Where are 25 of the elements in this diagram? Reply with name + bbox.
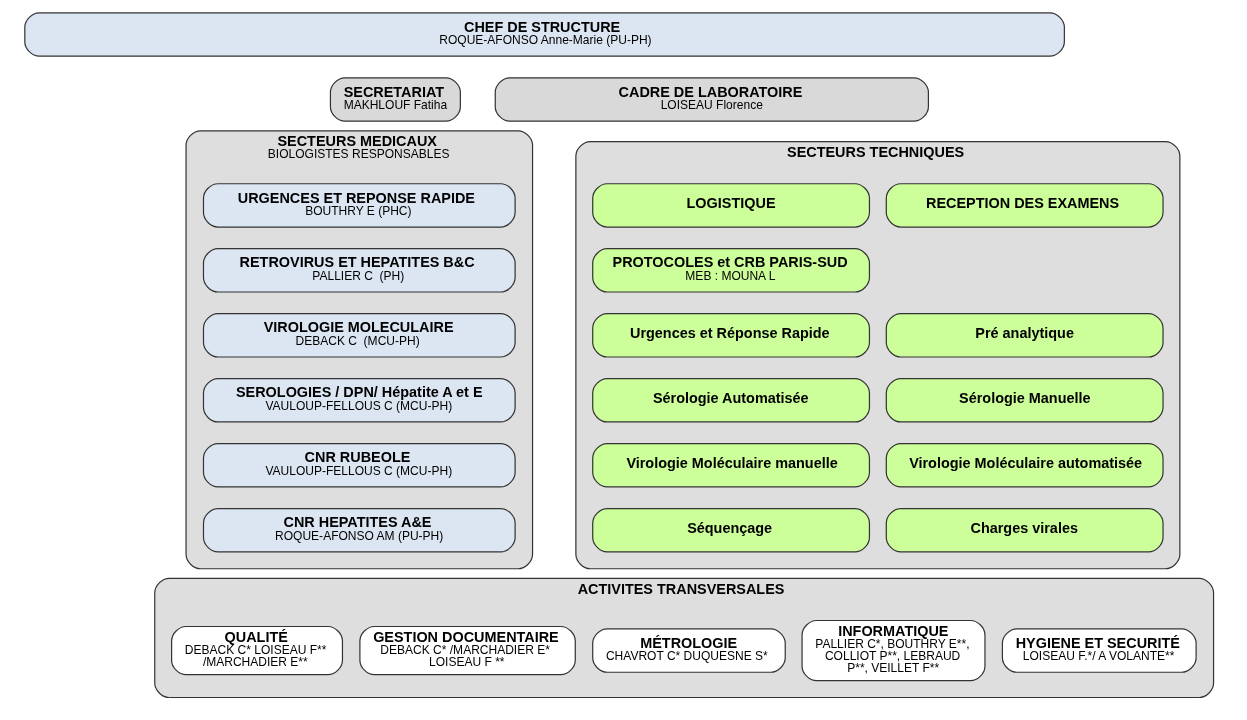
node-box: GESTION DOCUMENTAIRE DEBACK C* /MARCHADIER E* LOISEAU F ** [358,625,576,676]
node-box: Charges virales [885,508,1164,553]
node-box: HYGIENE ET SECURITÉ LOISEAU F.*/ A VOLANTE** [1001,628,1197,673]
node-box: RECEPTION DES EXAMENS [885,183,1164,228]
node-box: CNR RUBEOLE VAULOUP-FELLOUS C (MCU-PH) [202,443,516,488]
node-box: SECRETARIAT MAKHLOUF Fatiha [329,77,461,122]
node-box: Virologie Moléculaire automatisée [885,443,1164,488]
node-box: SEROLOGIES / DPN/ Hépatite A et E VAULOUP-FELLOUS C (MCU-PH) [202,378,516,423]
node-box: CHEF DE STRUCTURE ROQUE-AFONSO Anne-Marie (PU-PH) [23,12,1065,57]
node-box: QUALITÉ DEBACK C* LOISEAU F** /MARCHADIER E** [170,625,343,676]
node-box: PROTOCOLES et CRB PARIS-SUD MEB : MOUNA L [591,248,870,293]
node-box: CADRE DE LABORATOIRE LOISEAU Florence [494,77,929,122]
node-box: VIROLOGIE MOLECULAIRE DEBACK C (MCU-PH) [202,313,516,358]
node-box: Sérologie Manuelle [885,378,1164,423]
node-box: Urgences et Réponse Rapide [591,313,870,358]
node-box: Sérologie Automatisée [591,378,870,423]
node-box: Séquençage [591,508,870,553]
node-box: URGENCES ET REPONSE RAPIDE BOUTHRY E (PHC) [202,183,516,228]
node-box: RETROVIRUS ET HEPATITES B&C PALLIER C (PH) [202,248,516,293]
node-box: Pré analytique [885,313,1164,358]
node-box: MÉTROLOGIE CHAVROT C* DUQUESNE S* [591,628,786,673]
node-box: INFORMATIQUE PALLIER C*, BOUTHRY E**, COLLIOT P**, LEBRAUD P**, VEILLET F** [800,619,986,682]
node-box: LOGISTIQUE [591,183,870,228]
node-box: Virologie Moléculaire manuelle [591,443,870,488]
node-box: CNR HEPATITES A&E ROQUE-AFONSO AM (PU-PH) [202,508,516,553]
